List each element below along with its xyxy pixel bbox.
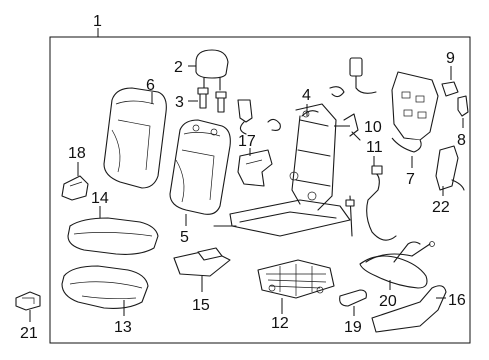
callout-2: 2 bbox=[174, 59, 183, 76]
part-handle-19 bbox=[339, 289, 367, 307]
callout-6: 6 bbox=[146, 77, 155, 94]
callout-22: 22 bbox=[432, 199, 450, 216]
part-bracket-17 bbox=[237, 149, 273, 187]
part-headrest-guides bbox=[197, 87, 227, 113]
part-mat-15 bbox=[173, 247, 231, 277]
part-side-trim-22 bbox=[435, 145, 465, 191]
part-seatback-left bbox=[103, 87, 167, 189]
part-bracket-21 bbox=[15, 291, 41, 311]
callout-19: 19 bbox=[344, 319, 362, 336]
callout-1: 1 bbox=[93, 13, 102, 30]
callout-11: 11 bbox=[366, 139, 383, 156]
callout-10: 10 bbox=[364, 119, 382, 136]
part-cushion-14 bbox=[67, 217, 159, 255]
callout-13: 13 bbox=[114, 319, 132, 336]
leader-lines bbox=[29, 65, 464, 322]
part-side-cover-16 bbox=[371, 285, 447, 333]
part-cushion-13 bbox=[61, 265, 149, 309]
part-adjuster-12 bbox=[257, 259, 335, 299]
callout-7: 7 bbox=[406, 171, 415, 188]
callout-17: 17 bbox=[238, 133, 256, 150]
callout-labels: 1 2 3 4 5 6 7 8 9 10 11 12 13 14 15 16 1… bbox=[20, 13, 466, 342]
part-seat-frame bbox=[213, 103, 351, 237]
part-clip bbox=[267, 118, 281, 131]
callout-8: 8 bbox=[457, 132, 466, 149]
assembly-frame bbox=[49, 36, 471, 344]
callout-3: 3 bbox=[175, 94, 184, 111]
part-back-panel bbox=[391, 71, 439, 153]
part-buckle bbox=[237, 99, 253, 135]
part-clip-8 bbox=[457, 95, 469, 117]
callout-21: 21 bbox=[20, 325, 38, 342]
callout-15: 15 bbox=[192, 297, 210, 314]
part-headrest bbox=[195, 49, 229, 91]
callout-14: 14 bbox=[91, 190, 109, 207]
callout-16: 16 bbox=[448, 292, 466, 309]
callout-5: 5 bbox=[180, 229, 189, 246]
callout-9: 9 bbox=[446, 50, 455, 67]
part-cable-20 bbox=[359, 241, 435, 289]
part-cover-18 bbox=[61, 175, 89, 201]
callout-18: 18 bbox=[68, 145, 86, 162]
part-harness-11 bbox=[345, 165, 397, 241]
callout-12: 12 bbox=[271, 315, 289, 332]
callout-20: 20 bbox=[379, 293, 397, 310]
callout-4: 4 bbox=[302, 87, 311, 104]
part-seatback-middle bbox=[169, 119, 231, 215]
part-belt-anchor bbox=[329, 57, 377, 141]
part-small-box-9 bbox=[441, 81, 459, 97]
